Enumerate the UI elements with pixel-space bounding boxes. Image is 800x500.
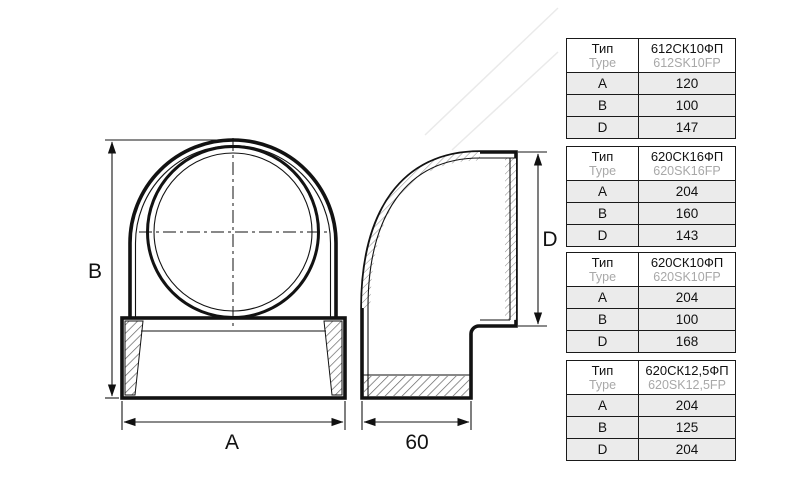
dim-key: D xyxy=(567,439,639,460)
centerlines xyxy=(139,138,327,326)
table-row: A 204 xyxy=(567,394,735,416)
side-bottom-seal xyxy=(364,376,469,396)
front-base-right-seal xyxy=(323,320,343,396)
dim-key: B xyxy=(567,95,639,116)
dim-value: 204 xyxy=(675,289,699,305)
type-label-en: Type xyxy=(588,378,617,392)
model-name-en: 620SK10FP xyxy=(653,270,721,284)
table-row: A 204 xyxy=(567,180,735,202)
dim-value: 160 xyxy=(675,205,699,221)
table-row: D 147 xyxy=(567,116,735,138)
technical-drawing: B A D 60 xyxy=(88,7,559,454)
dim-key: B xyxy=(567,203,639,224)
type-label-ru: Тип xyxy=(591,255,614,270)
spec-table-620ck10fp: Тип Type 620СК10ФП 620SK10FP A 204 B 100… xyxy=(566,252,736,353)
dim-value: 100 xyxy=(675,97,699,113)
dim-d-label: D xyxy=(542,228,557,251)
dim-value: 125 xyxy=(675,419,699,435)
model-name-ru: 612СК10ФП xyxy=(650,41,724,56)
type-label-en: Type xyxy=(588,270,617,284)
spec-table-620ck125fp: Тип Type 620СК12,5ФП 620SK12,5FP A 204 B… xyxy=(566,360,736,461)
table-row: D 204 xyxy=(567,438,735,460)
dim-value: 147 xyxy=(675,119,699,135)
dim-value: 204 xyxy=(675,441,699,457)
dim-key: B xyxy=(567,417,639,438)
dim-key: A xyxy=(567,395,639,416)
dim-key: B xyxy=(567,309,639,330)
dim-value: 204 xyxy=(675,183,699,199)
table-row: A 120 xyxy=(567,72,735,94)
dim-60-label: 60 xyxy=(405,431,428,454)
side-body-outline xyxy=(360,150,518,400)
front-view xyxy=(120,138,347,400)
model-header-cell: 620СК16ФП 620SK16FP xyxy=(639,147,735,180)
model-name-ru: 620СК16ФП xyxy=(650,149,724,164)
model-header-cell: 620СК12,5ФП 620SK12,5FP xyxy=(639,361,735,394)
dim-value: 100 xyxy=(675,311,699,327)
model-name-ru: 620СК10ФП xyxy=(650,255,724,270)
type-header-cell: Тип Type xyxy=(567,39,639,72)
dim-key: D xyxy=(567,117,639,138)
type-label-ru: Тип xyxy=(591,149,614,164)
type-header-cell: Тип Type xyxy=(567,147,639,180)
table-header-row: Тип Type 620СК16ФП 620SK16FP xyxy=(567,147,735,180)
dimensions xyxy=(105,139,547,430)
table-row: B 160 xyxy=(567,202,735,224)
front-base xyxy=(120,316,347,400)
spec-table-620ck16fp: Тип Type 620СК16ФП 620SK16FP A 204 B 160… xyxy=(566,146,736,247)
side-view xyxy=(360,150,518,400)
table-row: D 143 xyxy=(567,224,735,246)
dim-key: D xyxy=(567,225,639,246)
dim-value: 168 xyxy=(675,333,699,349)
dim-value: 120 xyxy=(675,75,699,91)
model-header-cell: 620СК10ФП 620SK10FP xyxy=(639,253,735,286)
spec-table-612ck10fp: Тип Type 612СК10ФП 612SK10FP A 120 B 100… xyxy=(566,38,736,139)
type-header-cell: Тип Type xyxy=(567,253,639,286)
table-row: B 100 xyxy=(567,308,735,330)
model-name-en: 620SK12,5FP xyxy=(648,378,726,392)
dim-value: 143 xyxy=(675,227,699,243)
table-row: B 125 xyxy=(567,416,735,438)
model-name-ru: 620СК12,5ФП xyxy=(645,363,729,378)
table-row: A 204 xyxy=(567,286,735,308)
dim-b-label: B xyxy=(88,260,102,283)
dim-a-label: A xyxy=(225,431,239,454)
watermark-lines xyxy=(424,7,559,151)
dim-key: D xyxy=(567,331,639,352)
table-header-row: Тип Type 620СК10ФП 620SK10FP xyxy=(567,253,735,286)
type-label-en: Type xyxy=(588,56,617,70)
type-header-cell: Тип Type xyxy=(567,361,639,394)
front-base-left-seal xyxy=(124,320,144,396)
type-label-ru: Тип xyxy=(591,363,614,378)
table-row: B 100 xyxy=(567,94,735,116)
type-label-en: Type xyxy=(588,164,617,178)
side-inner-line xyxy=(367,157,516,398)
type-label-ru: Тип xyxy=(591,41,614,56)
dim-key: A xyxy=(567,73,639,94)
table-header-row: Тип Type 620СК12,5ФП 620SK12,5FP xyxy=(567,361,735,394)
table-row: D 168 xyxy=(567,330,735,352)
dim-key: A xyxy=(567,287,639,308)
dimension-labels: B A D 60 xyxy=(88,228,558,454)
model-name-en: 620SK16FP xyxy=(653,164,721,178)
dim-key: A xyxy=(567,181,639,202)
model-name-en: 612SK10FP xyxy=(653,56,721,70)
table-header-row: Тип Type 612СК10ФП 612SK10FP xyxy=(567,39,735,72)
dim-value: 204 xyxy=(675,397,699,413)
model-header-cell: 612СК10ФП 612SK10FP xyxy=(639,39,735,72)
